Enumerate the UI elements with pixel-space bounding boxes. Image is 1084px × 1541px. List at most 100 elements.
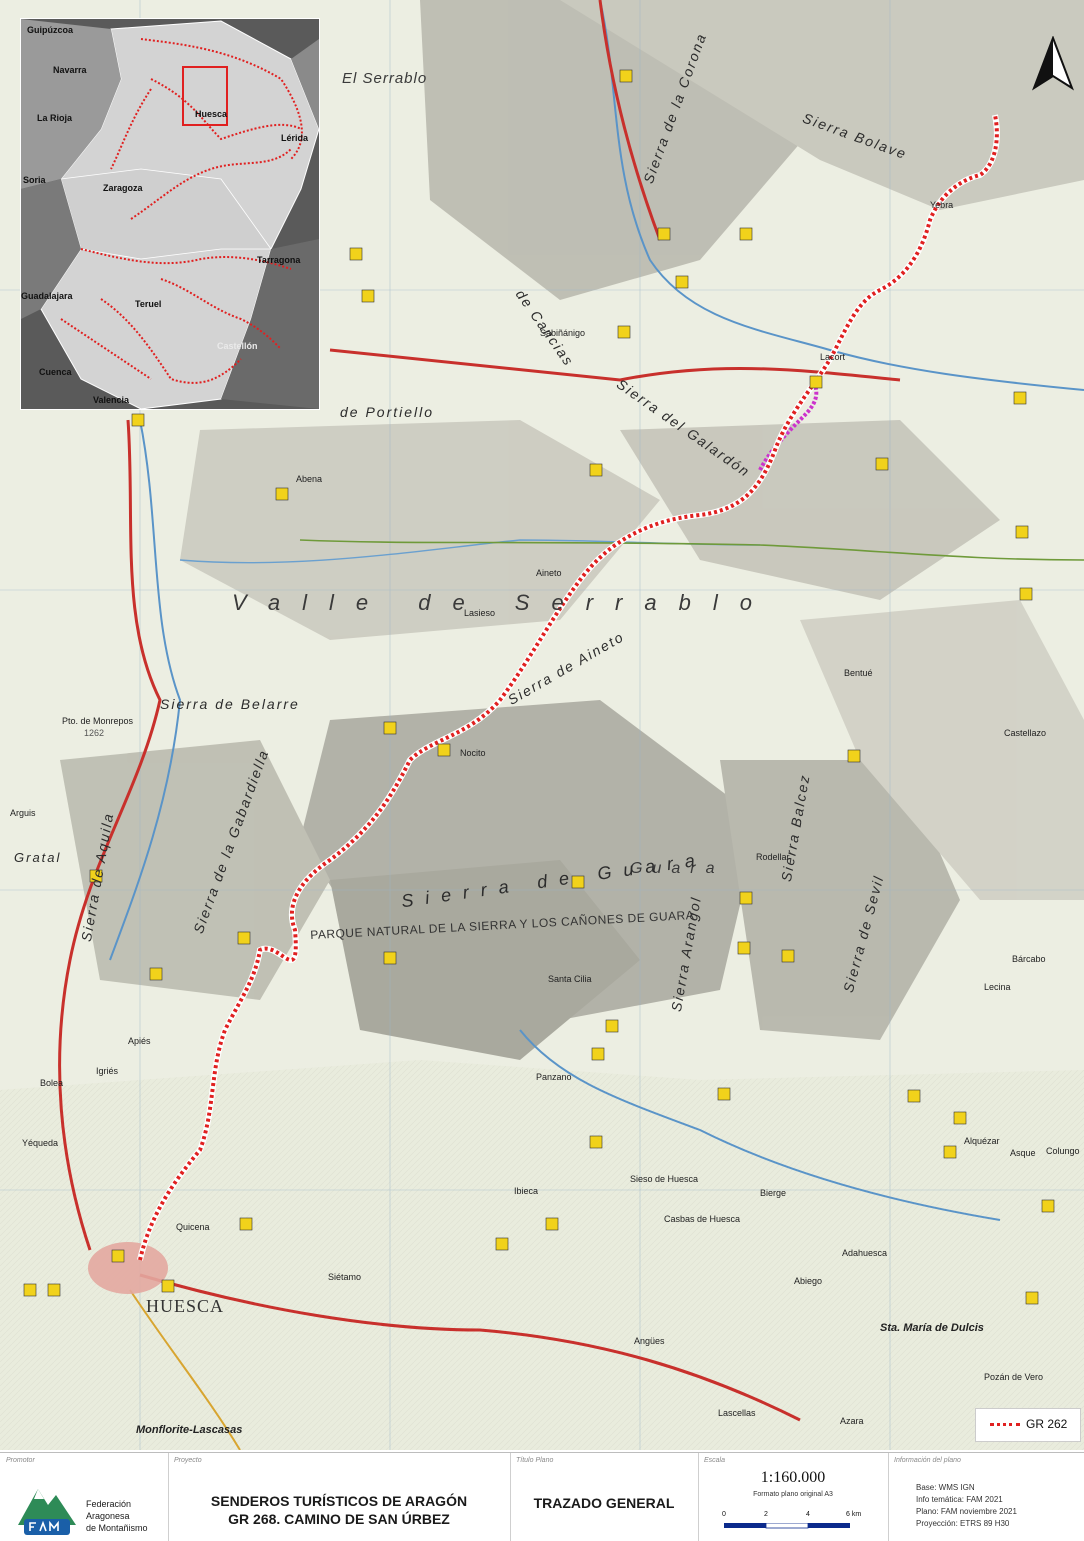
town-label-panzano: Panzano bbox=[536, 1072, 572, 1082]
region-label-valle-serrablo: Valle de Serrablo bbox=[232, 590, 774, 615]
inset-label-guadalajara: Guadalajara bbox=[21, 291, 73, 301]
scale-tick-0: 0 bbox=[722, 1511, 726, 1518]
fam-name-line-1: Federación bbox=[86, 1499, 132, 1509]
inset-label-teruel: Teruel bbox=[135, 299, 162, 309]
town-label-santa-cilia: Santa Cilia bbox=[548, 974, 592, 984]
inset-label-guipuzcoa: Guipúzcoa bbox=[27, 25, 74, 35]
project-title-line-1: SENDEROS TURÍSTICOS DE ARAGÓN bbox=[210, 1493, 468, 1509]
town-label-lascellas: Lascellas bbox=[718, 1408, 756, 1418]
plan-title: TRAZADO GENERAL bbox=[533, 1495, 675, 1511]
town-label-apies: Apiés bbox=[128, 1036, 151, 1046]
project-title-line-2: GR 268. CAMINO DE SAN ÚRBEZ bbox=[228, 1511, 450, 1527]
town-label-lecina: Lecina bbox=[984, 982, 1011, 992]
town-label-yequeda: Yéqueda bbox=[22, 1138, 59, 1148]
titulo-caption: Título Plano bbox=[516, 1457, 554, 1464]
poi-markers bbox=[23, 69, 1055, 1305]
promotor-caption: Promotor bbox=[6, 1457, 35, 1464]
scale-ratio: 1:160.000 bbox=[760, 1469, 826, 1486]
inset-label-navarra: Navarra bbox=[53, 65, 87, 75]
town-label-castellazo: Castellazo bbox=[1004, 728, 1047, 738]
town-label-arguis: Arguis bbox=[10, 808, 36, 818]
town-label-sietamo: Siétamo bbox=[328, 1272, 362, 1282]
inset-label-lerida: Lérida bbox=[281, 133, 309, 143]
scale-tick-2: 2 bbox=[764, 1511, 768, 1518]
terrain-layer bbox=[0, 0, 1084, 1450]
town-label-quicena: Quicena bbox=[176, 1222, 210, 1232]
scale-bar bbox=[724, 1523, 850, 1529]
footer-promotor-cell: Promotor Federación Aragonesa de Montañi… bbox=[0, 1453, 169, 1541]
region-label-serrablo: El Serrablo bbox=[342, 70, 428, 87]
town-label-sta-maria-dulcis: Sta. María de Dulcis bbox=[880, 1322, 984, 1334]
town-label-lacort: Lacort bbox=[820, 352, 846, 362]
roads bbox=[58, 0, 1084, 1450]
inset-map-graphic bbox=[21, 19, 319, 409]
inset-focus-box bbox=[182, 66, 228, 126]
footer-info-cell: Información del plano Base: WMS IGN Info… bbox=[888, 1453, 1084, 1541]
map-title-block: Promotor Federación Aragonesa de Montañi… bbox=[0, 1452, 1084, 1541]
info-line-proyeccion: Proyección: ETRS 89 H30 bbox=[916, 1519, 1010, 1528]
huesca-urban-area bbox=[88, 1242, 168, 1294]
footer-escala-cell: Escala 1:160.000 Formato plano original … bbox=[698, 1453, 889, 1541]
town-label-abiego: Abiego bbox=[794, 1276, 823, 1286]
town-label-azara: Azara bbox=[840, 1416, 864, 1426]
legend-route-swatch bbox=[990, 1423, 1020, 1430]
scale-format-note: Formato plano original A3 bbox=[753, 1491, 833, 1498]
town-label-asque: Asque bbox=[1010, 1148, 1036, 1158]
inset-route-network bbox=[60, 38, 303, 384]
inset-label-huesca: Huesca bbox=[195, 109, 228, 119]
town-label-sieso: Sieso de Huesca bbox=[630, 1174, 699, 1184]
altitude-label-monrepos: 1262 bbox=[84, 728, 105, 738]
town-label-casbas: Casbas de Huesca bbox=[664, 1214, 741, 1224]
info-caption: Información del plano bbox=[894, 1457, 961, 1464]
town-label-barcabo: Bárcabo bbox=[1012, 954, 1046, 964]
relief-shading bbox=[60, 0, 1084, 1060]
town-label-sabinanigo: Sabiñánigo bbox=[540, 328, 586, 338]
town-label-lasieso: Lasieso bbox=[464, 608, 496, 618]
info-line-base: Base: WMS IGN bbox=[916, 1483, 975, 1492]
town-label-nocito: Nocito bbox=[460, 748, 486, 758]
town-label-alquezar: Alquézar bbox=[964, 1136, 1000, 1146]
inset-label-zaragoza: Zaragoza bbox=[103, 183, 143, 193]
proyecto-caption: Proyecto bbox=[174, 1457, 202, 1464]
town-label-igries: Igriés bbox=[96, 1066, 119, 1076]
inset-label-valencia: Valencia bbox=[93, 395, 130, 405]
sierra-label-gratal: Gratal bbox=[14, 850, 62, 865]
info-line-tematica: Info temática: FAM 2021 bbox=[916, 1495, 1003, 1504]
town-label-aineto: Aineto bbox=[536, 568, 562, 578]
map-legend: GR 262 bbox=[975, 1408, 1081, 1442]
info-line-plano: Plano: FAM noviembre 2021 bbox=[916, 1507, 1017, 1516]
inset-locator-map: Guipúzcoa Navarra La Rioja Soria Zaragoz… bbox=[20, 18, 320, 410]
escala-caption: Escala bbox=[704, 1457, 726, 1464]
inset-label-castellon: Castellón bbox=[217, 341, 258, 351]
route-variant[interactable] bbox=[758, 384, 819, 471]
inset-label-cuenca: Cuenca bbox=[39, 367, 72, 377]
town-label-bentue: Bentué bbox=[844, 668, 873, 678]
town-label-pozan: Pozán de Vero bbox=[984, 1372, 1044, 1382]
footer-proyecto-cell: Proyecto SENDEROS TURÍSTICOS DE ARAGÓN G… bbox=[168, 1453, 511, 1541]
town-label-abena: Abena bbox=[296, 474, 323, 484]
town-label-bolea: Bolea bbox=[40, 1078, 64, 1088]
town-label-angues: Angües bbox=[634, 1336, 665, 1346]
fam-name-line-2: Aragonesa bbox=[86, 1511, 130, 1521]
scale-tick-4: 4 bbox=[806, 1511, 810, 1518]
topographic-map[interactable]: El Serrablo Valle de Serrablo Guara Sier… bbox=[0, 0, 1084, 1450]
north-arrow-icon bbox=[1032, 36, 1074, 91]
fam-logo-icon bbox=[18, 1489, 76, 1535]
inset-label-soria: Soria bbox=[23, 175, 46, 185]
sierra-label-portiello: de Portiello bbox=[340, 404, 435, 420]
town-label-bierge: Bierge bbox=[760, 1188, 787, 1198]
scale-tick-6: 6 km bbox=[846, 1511, 862, 1518]
city-label-huesca: HUESCA bbox=[146, 1296, 225, 1316]
gr-route[interactable] bbox=[137, 114, 1000, 1261]
town-label-yebra: Yebra bbox=[930, 200, 954, 210]
town-label-colungo: Colungo bbox=[1046, 1146, 1080, 1156]
town-label-pto-monrepos: Pto. de Monrepos bbox=[62, 716, 134, 726]
town-label-monflorite: Monflorite-Lascasas bbox=[136, 1424, 243, 1436]
town-label-ibieca: Ibieca bbox=[514, 1186, 539, 1196]
fam-name-line-3: de Montañismo bbox=[86, 1523, 148, 1533]
footer-titulo-cell: Título Plano TRAZADO GENERAL bbox=[510, 1453, 699, 1541]
region-label-guara: Guara bbox=[630, 860, 725, 877]
legend-route-label: GR 262 bbox=[1026, 1417, 1068, 1431]
inset-label-tarragona: Tarragona bbox=[257, 255, 301, 265]
inset-label-la-rioja: La Rioja bbox=[37, 113, 73, 123]
